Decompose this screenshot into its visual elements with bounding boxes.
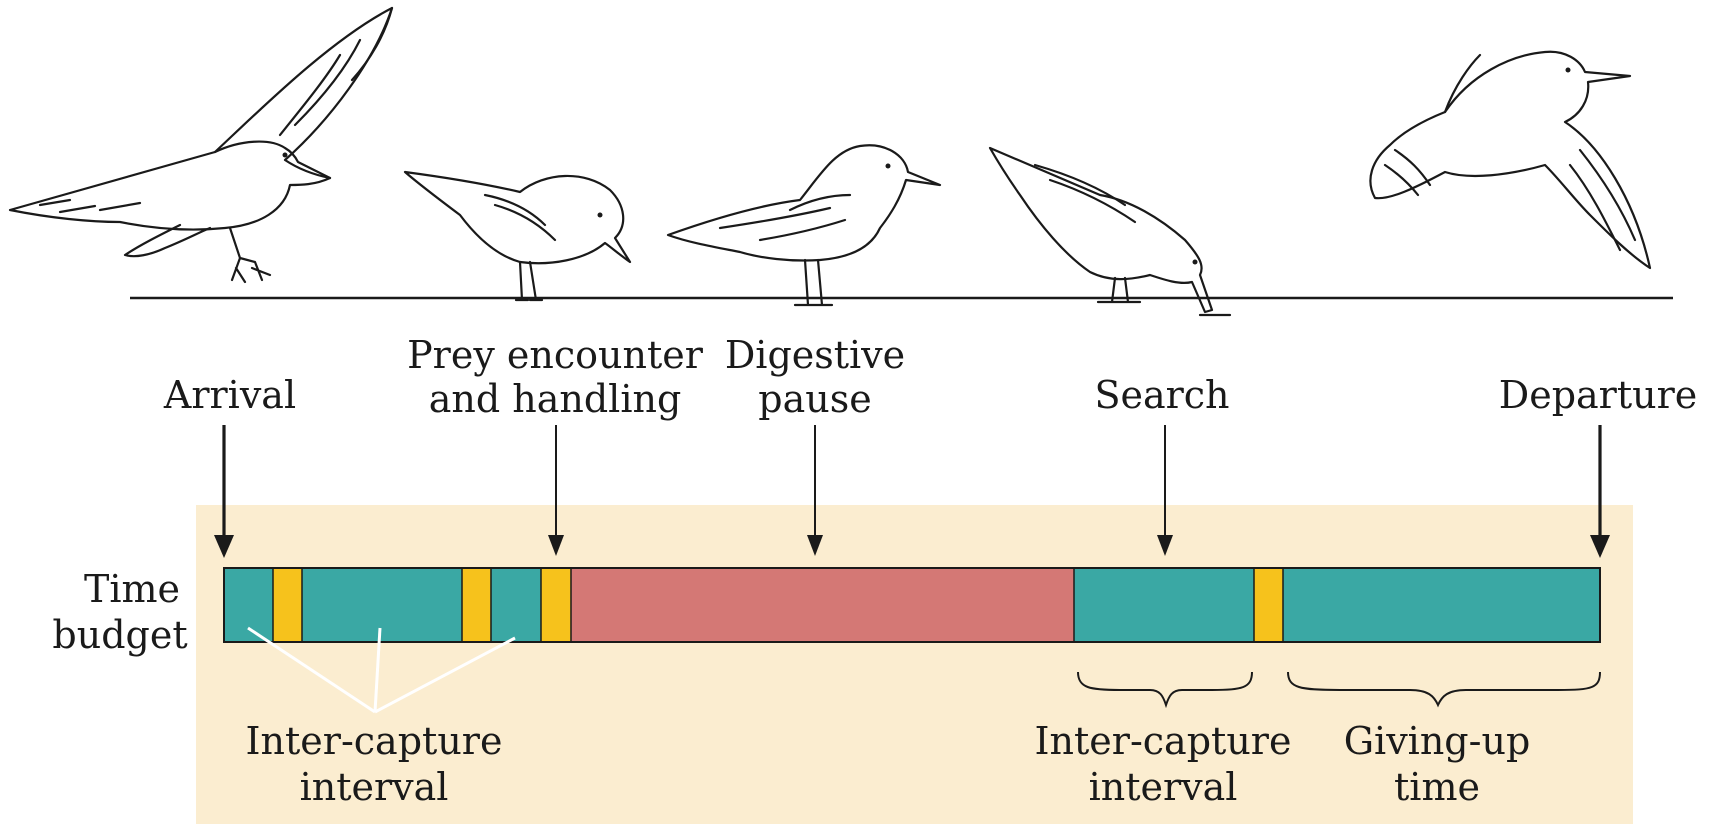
arrival-bird-icon	[10, 8, 392, 282]
search-segment	[302, 568, 462, 642]
intercapture-left-line1: Inter-capture	[246, 719, 503, 763]
capture-segment	[1254, 568, 1283, 642]
intercapture-right-line2: interval	[1089, 765, 1238, 809]
search-segment	[224, 568, 273, 642]
departure-label: Departure	[1499, 373, 1698, 417]
time-label-line2: budget	[52, 613, 187, 657]
digestive-segment	[571, 568, 1074, 642]
departure-bird-icon	[1370, 52, 1650, 268]
search-label: Search	[1094, 373, 1229, 417]
handling-bird-icon	[405, 172, 630, 300]
capture-segment	[462, 568, 491, 642]
capture-segment	[541, 568, 571, 642]
search-segment	[491, 568, 541, 642]
capture-segment	[273, 568, 302, 642]
givingup-line1: Giving-up	[1344, 719, 1531, 763]
time-budget-bar	[224, 568, 1600, 642]
digestive-bird-icon	[668, 145, 940, 305]
digestive-label-line1: Digestive	[725, 333, 905, 377]
search-segment	[1074, 568, 1254, 642]
search-segment	[1283, 568, 1600, 642]
digestive-label-line2: pause	[758, 377, 871, 421]
arrival-label: Arrival	[163, 373, 296, 417]
intercapture-right-line1: Inter-capture	[1035, 719, 1292, 763]
givingup-line2: time	[1394, 765, 1480, 809]
prey-label-line2: and handling	[429, 377, 682, 421]
time-label-line1: Time	[84, 567, 180, 611]
prey-label-line1: Prey encounter	[407, 333, 704, 377]
search-bird-icon	[990, 148, 1230, 315]
intercapture-left-line2: interval	[300, 765, 449, 809]
